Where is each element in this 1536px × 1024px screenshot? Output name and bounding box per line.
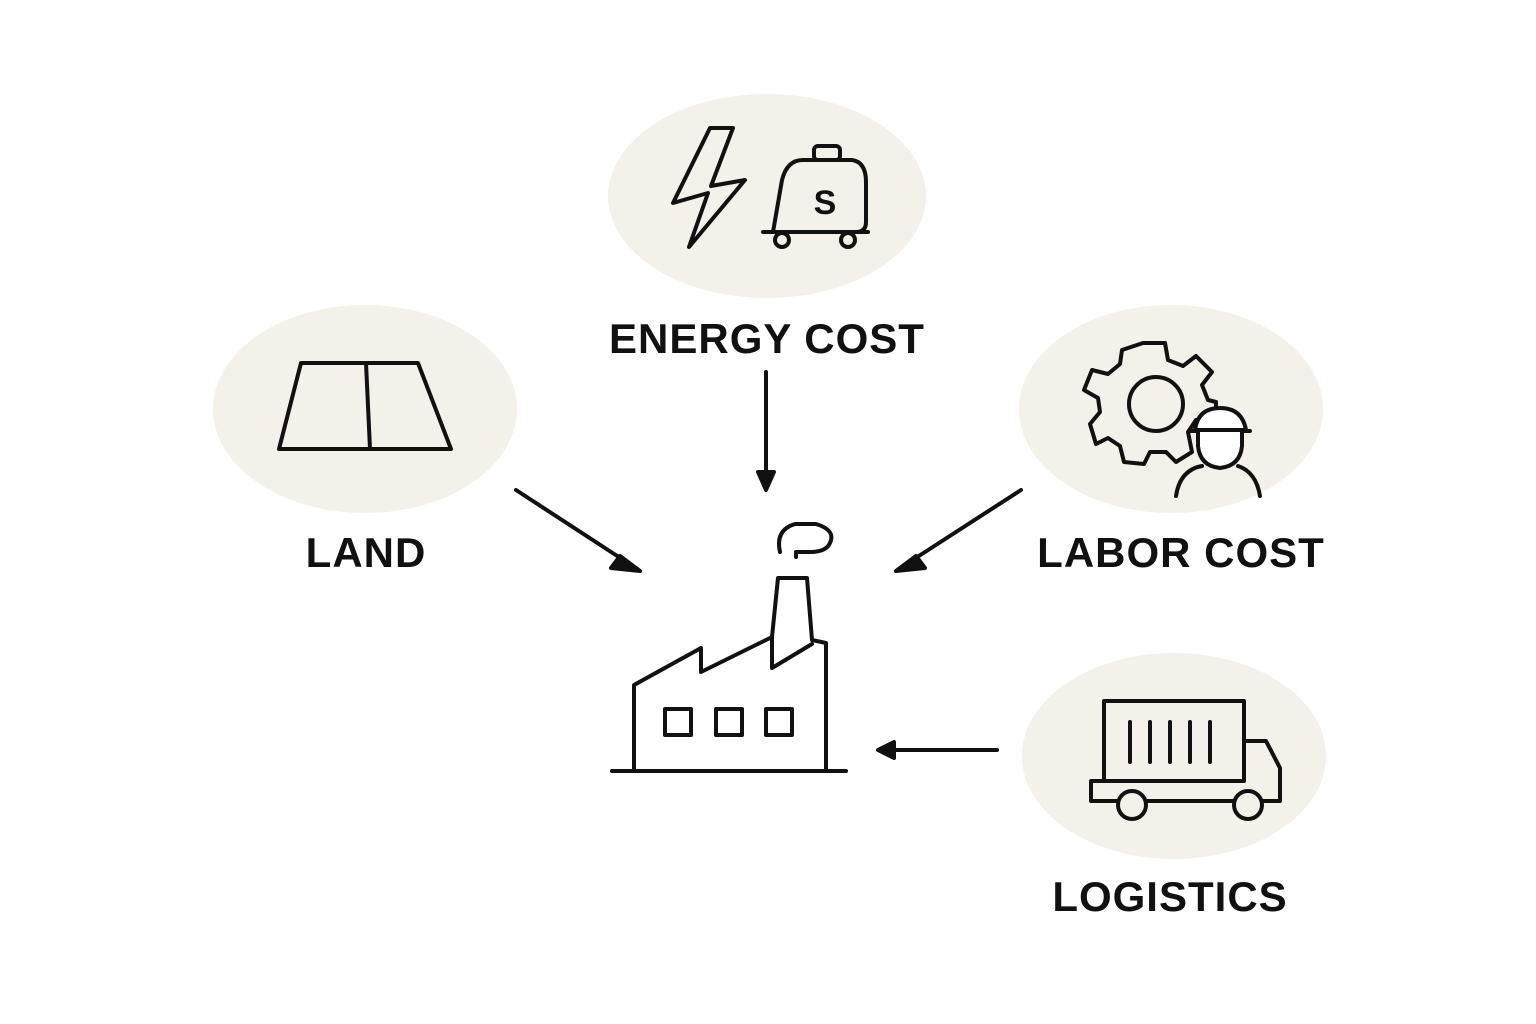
land-plot-icon [277,361,453,451]
energy-cost-label: ENERGY COST [609,315,925,362]
labor-cost-label: LABOR COST [1037,529,1325,576]
land-node-bg [213,305,517,513]
labor-arrow [894,488,1023,573]
logistics-arrow [876,740,999,760]
worker-icon [1174,406,1262,498]
logistics-label: LOGISTICS [1052,873,1288,920]
truck-icon [1089,699,1282,821]
gear-icon [1082,341,1218,466]
money-bag-icon: S [761,144,870,249]
energy-arrow [756,370,776,492]
energy-node-bg [608,94,926,298]
factory-icon [610,522,848,773]
labor-node-bg [1019,305,1323,513]
money-glyph: S [814,184,837,222]
lightning-icon [671,126,747,249]
land-arrow [514,488,642,573]
land-label: LAND [305,529,427,576]
